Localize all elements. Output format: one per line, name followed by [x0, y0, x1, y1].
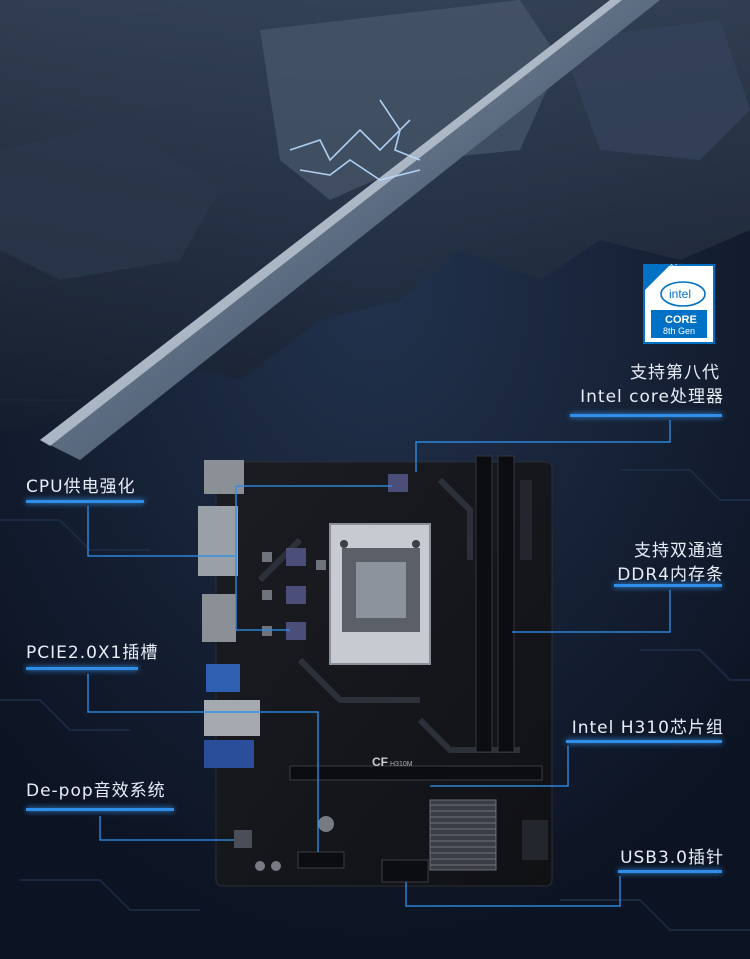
pcie-label: PCIE2.0X1插槽	[26, 643, 159, 663]
cpu-power-label: CPU供电强化	[26, 477, 136, 497]
depop-label: De-pop音效系统	[26, 781, 166, 801]
memory-line2: DDR4内存条	[617, 565, 724, 585]
callout-usb	[405, 876, 621, 907]
board-logo: CF	[372, 755, 388, 769]
cpu-support-underline	[570, 414, 722, 417]
badge-brand: intel	[669, 287, 691, 301]
usb-underline	[618, 870, 722, 873]
intel-core-badge: SUPPORTS intel CORE 8th Gen	[643, 260, 715, 344]
memory-underline	[614, 584, 722, 587]
usb-label: USB3.0插针	[620, 848, 724, 868]
badge-core: CORE	[665, 314, 697, 326]
callout-cpu-support	[415, 420, 671, 472]
chipset-label: Intel H310芯片组	[571, 718, 724, 738]
callout-pcie	[87, 674, 319, 852]
board-model: H310M	[390, 761, 413, 768]
depop-underline	[26, 808, 174, 811]
callout-depop	[99, 816, 234, 841]
motherboard: CF H310M	[198, 455, 553, 887]
cpu-power-underline	[26, 500, 144, 503]
callout-chipset	[430, 746, 569, 787]
callout-memory	[512, 590, 671, 633]
cpu-support-line2: Intel core处理器	[580, 387, 724, 407]
memory-line1: 支持双通道	[634, 541, 724, 561]
badge-gen: 8th Gen	[663, 326, 695, 336]
chipset-underline	[566, 740, 722, 743]
pcie-underline	[26, 667, 138, 670]
cpu-support-line1: 支持第八代	[630, 363, 720, 383]
